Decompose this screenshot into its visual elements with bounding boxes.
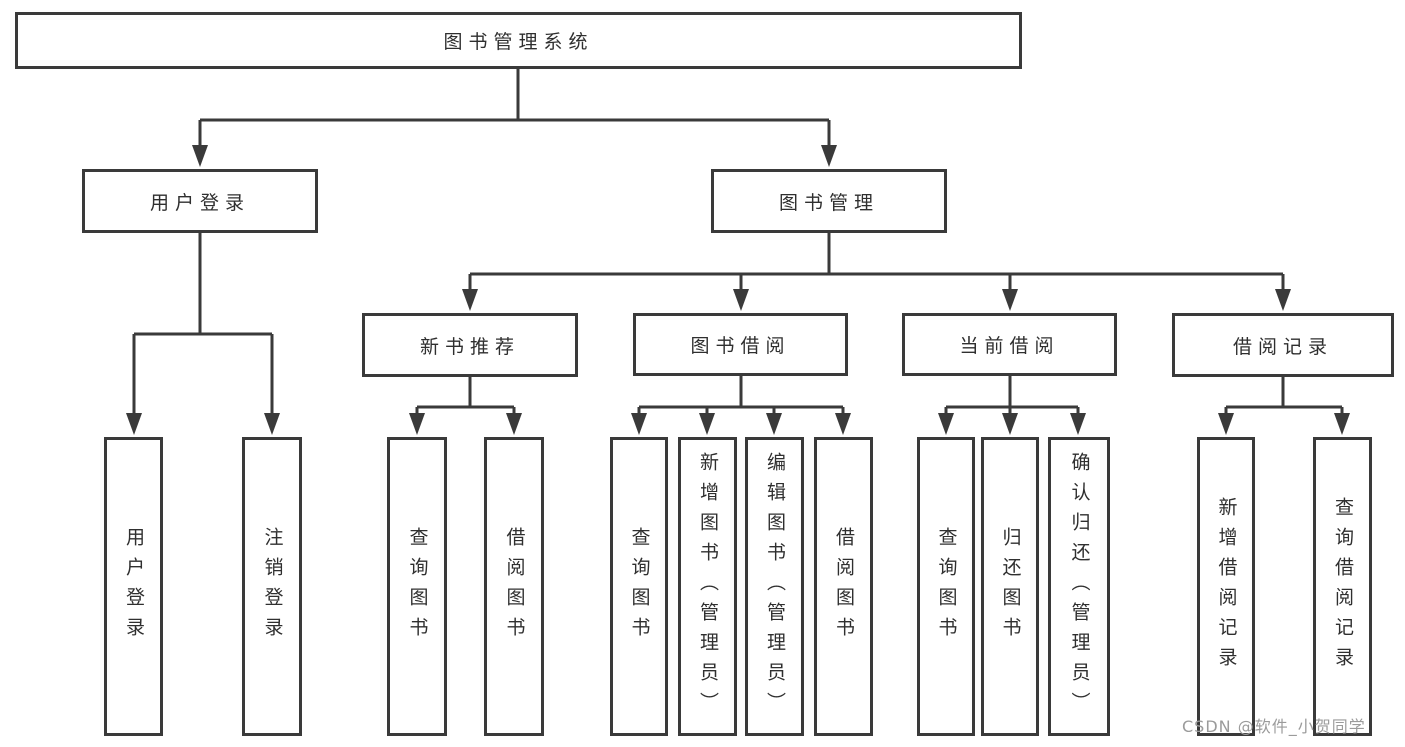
leaf-add-borrow-record-label: 新增借阅记录: [1215, 496, 1238, 677]
watermark: CSDN @软件_小贺同学: [1182, 717, 1366, 736]
leaf-logout: 注销登录: [242, 437, 302, 736]
leaf-borrow-books-label: 借阅图书: [833, 526, 855, 647]
leaf-edit-book-admin: 编辑图书（管理员）: [745, 437, 804, 736]
leaf-borrow-books: 借阅图书: [814, 437, 873, 736]
leaf-query-books-recommend: 查询图书: [387, 437, 447, 736]
node-new-book-recommend-label: 新书推荐: [419, 335, 520, 358]
leaf-query-books-borrow-label: 查询图书: [628, 526, 651, 647]
leaf-add-borrow-record: 新增借阅记录: [1197, 437, 1255, 736]
leaf-confirm-return-admin: 确认归还（管理员）: [1048, 437, 1110, 736]
leaf-logout-label: 注销登录: [261, 526, 284, 647]
connector-path: [132, 69, 1344, 416]
node-book-management: 图书管理: [711, 169, 947, 233]
leaf-query-books-recommend-label: 查询图书: [406, 526, 429, 647]
leaf-add-book-admin-label: 新增图书（管理员）: [697, 451, 719, 722]
node-borrow-records-label: 借阅记录: [1232, 335, 1333, 358]
leaf-borrow-books-recommend-label: 借阅图书: [503, 526, 526, 647]
node-book-management-label: 图书管理: [778, 191, 879, 214]
node-root-label: 图书管理系统: [443, 31, 594, 53]
node-current-borrow: 当前借阅: [902, 313, 1117, 376]
leaf-return-books-label: 归还图书: [999, 526, 1022, 647]
leaf-query-books-current: 查询图书: [917, 437, 975, 736]
leaf-edit-book-admin-label: 编辑图书（管理员）: [764, 451, 786, 722]
node-borrow-records: 借阅记录: [1172, 313, 1394, 377]
leaf-confirm-return-admin-label: 确认归还（管理员）: [1068, 451, 1091, 722]
leaf-query-borrow-record: 查询借阅记录: [1313, 437, 1372, 736]
leaf-add-book-admin: 新增图书（管理员）: [678, 437, 737, 736]
leaf-user-login: 用户登录: [104, 437, 163, 736]
node-user-login: 用户登录: [82, 169, 318, 233]
leaf-borrow-books-recommend: 借阅图书: [484, 437, 544, 736]
node-new-book-recommend: 新书推荐: [362, 313, 578, 377]
arrowheads: [126, 145, 1350, 435]
node-book-borrow-label: 图书借阅: [690, 335, 791, 357]
node-current-borrow-label: 当前借阅: [959, 335, 1060, 357]
leaf-user-login-label: 用户登录: [123, 526, 145, 647]
leaf-query-borrow-record-label: 查询借阅记录: [1332, 496, 1354, 677]
leaf-query-books-current-label: 查询图书: [935, 526, 958, 647]
node-root: 图书管理系统: [15, 12, 1022, 69]
node-user-login-label: 用户登录: [149, 191, 250, 214]
leaf-return-books: 归还图书: [981, 437, 1039, 736]
leaf-query-books-borrow: 查询图书: [610, 437, 668, 736]
node-book-borrow: 图书借阅: [633, 313, 848, 376]
